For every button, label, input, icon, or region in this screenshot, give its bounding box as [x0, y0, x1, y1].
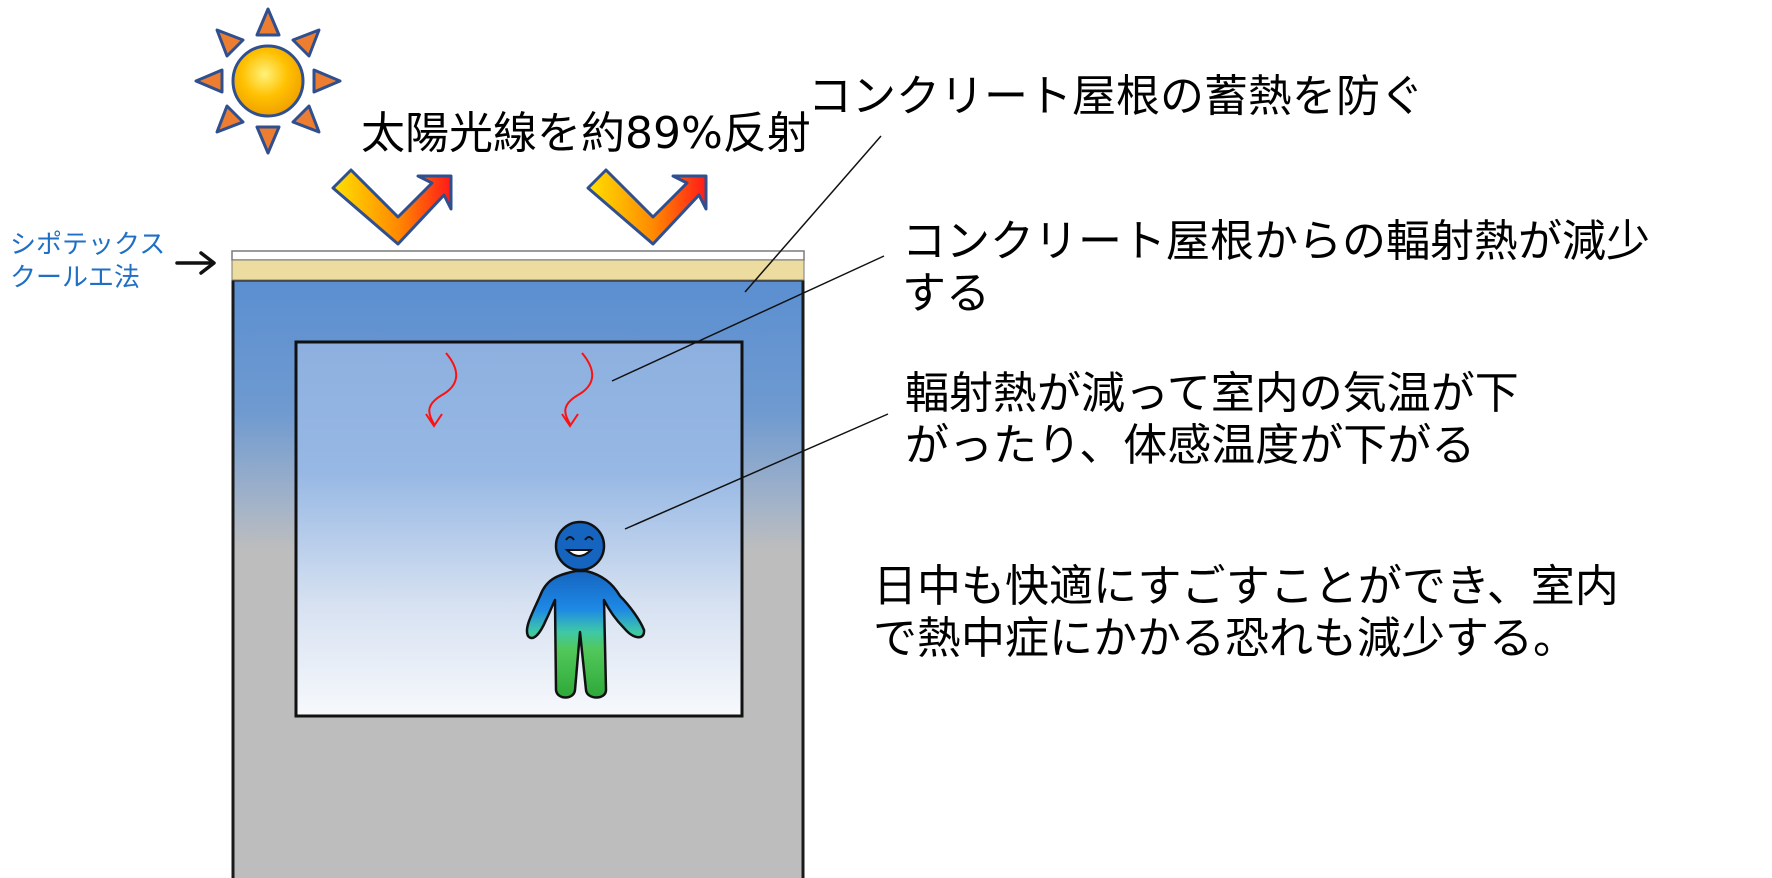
- radiant-heat-label-line-2: する: [902, 267, 990, 319]
- method-name-label-line-2: クールエ法: [10, 262, 141, 293]
- roof-coating-band: [231, 259, 805, 281]
- room-temperature-label-line-2: がったり、体感温度が下がる: [905, 419, 1476, 471]
- method-name-label: シポテックス クールエ法: [10, 229, 165, 294]
- comfort-label: 日中も快適にすごすことができ、室内 で熱中症にかかる恐れも減少する。: [873, 561, 1619, 665]
- sun-icon: [194, 7, 342, 155]
- heat-wave-arrow-icon: [425, 352, 457, 428]
- comfort-label-line-2: で熱中症にかかる恐れも減少する。: [873, 612, 1577, 664]
- method-name-label-line-1: シポテックス: [10, 230, 166, 260]
- room-temperature-label: 輻射熱が減って室内の気温が下 がったり、体感温度が下がる: [905, 368, 1519, 472]
- heat-wave-arrow-icon: [561, 352, 593, 428]
- reflection-arrow-icon: [331, 168, 453, 246]
- smiling-person-icon: [525, 520, 646, 699]
- room-interior: [294, 340, 744, 718]
- radiant-heat-label-line-1: コンクリート屋根からの輻射熱が減少: [902, 216, 1650, 267]
- room-temp-pointer-line: [624, 413, 889, 530]
- comfort-label-line-1: 日中も快適にすごすことができ、室内: [873, 561, 1619, 612]
- cool-coating-layer: [231, 250, 805, 261]
- roof-heat-storage-label: コンクリート屋根の蓄熱を防ぐ: [808, 71, 1424, 122]
- radiant-heat-pointer-line: [611, 255, 885, 382]
- radiant-heat-label: コンクリート屋根からの輻射熱が減少 する: [902, 216, 1650, 320]
- right-arrow-icon: [175, 251, 216, 275]
- reflection-label: 太陽光線を約89%反射: [361, 108, 811, 159]
- room-temperature-label-line-1: 輻射熱が減って室内の気温が下: [905, 368, 1519, 419]
- roof-storage-pointer-line: [744, 135, 882, 293]
- reflection-arrow-icon: [586, 168, 708, 246]
